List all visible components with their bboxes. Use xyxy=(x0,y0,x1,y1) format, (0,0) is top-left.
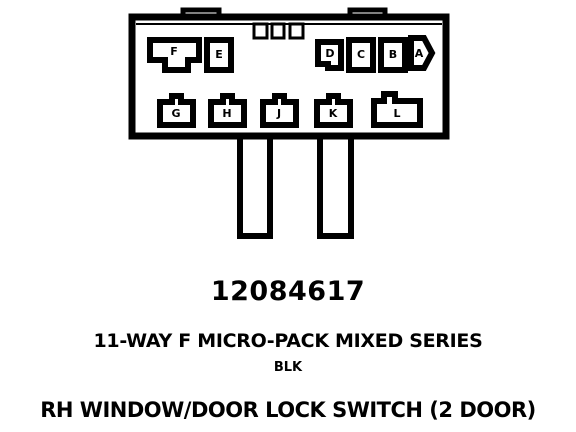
cavity-label-b: B xyxy=(389,48,397,61)
cavity-k xyxy=(314,93,353,128)
connector-diagram: F E D C B A G H J K L xyxy=(128,7,450,239)
cavity-label-h: H xyxy=(222,107,231,120)
cavity-label-e: E xyxy=(215,48,223,61)
key-slot xyxy=(252,22,269,40)
connector-housing xyxy=(128,13,450,140)
cavity-label-a: A xyxy=(415,47,424,60)
cavity-h xyxy=(208,93,247,128)
connector-series: 11-WAY F MICRO-PACK MIXED SERIES xyxy=(93,330,483,352)
cavity-label-k: K xyxy=(329,107,338,120)
cavity-f xyxy=(147,37,202,73)
key-slot xyxy=(270,22,286,40)
cavity-d xyxy=(315,39,344,71)
cavity-l xyxy=(371,91,423,128)
key-slot xyxy=(288,22,305,40)
color-code: BLK xyxy=(273,360,303,375)
cavity-label-d: D xyxy=(325,47,334,60)
wire-lead-left xyxy=(237,136,273,239)
cavity-j xyxy=(260,93,299,128)
part-number: 12084617 xyxy=(210,276,366,307)
wire-lead-right xyxy=(317,136,354,239)
cavity-b xyxy=(378,37,408,73)
cavity-label-f: F xyxy=(170,45,178,58)
cavity-label-g: G xyxy=(171,107,180,120)
cavity-label-c: C xyxy=(357,48,365,61)
cavity-c xyxy=(346,37,376,73)
cavity-a xyxy=(408,35,436,71)
cavity-e xyxy=(204,37,234,73)
component-usage: RH WINDOW/DOOR LOCK SWITCH (2 DOOR) xyxy=(40,398,536,422)
cavity-label-l: L xyxy=(393,107,400,120)
cavity-label-j: J xyxy=(276,107,281,120)
cavity-g xyxy=(157,93,196,128)
